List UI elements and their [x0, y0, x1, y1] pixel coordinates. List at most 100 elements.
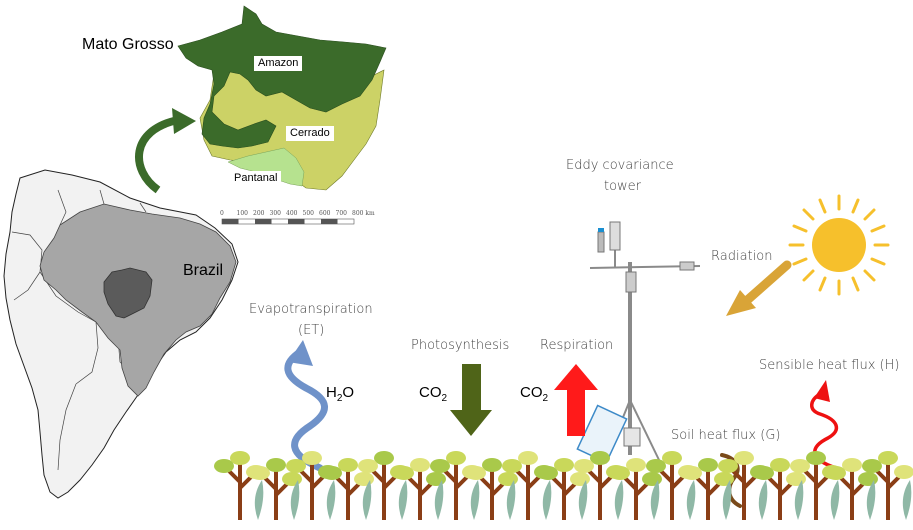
plant-leaf: [754, 466, 774, 480]
plant-leaf: [790, 459, 810, 473]
plant-leaf: [466, 466, 486, 480]
plant-leaf: [338, 458, 358, 472]
plant-leaf: [250, 466, 270, 480]
plant-leaf: [806, 451, 826, 465]
amazon-region: [177, 5, 387, 149]
plant-leaf: [326, 480, 336, 520]
photosynthesis-label: Photosynthesis: [411, 338, 510, 353]
photosynthesis-arrow: [450, 364, 492, 436]
plant-leaf: [610, 466, 630, 480]
plant-leaf: [290, 480, 300, 520]
co2-photosynthesis-label: CO2: [419, 384, 447, 404]
plant-leaf: [282, 472, 302, 486]
plant-leaf: [394, 466, 414, 480]
cerrado-label: Cerrado: [286, 126, 334, 141]
plant-leaf: [722, 480, 732, 520]
radiation-label: Radiation: [711, 249, 773, 264]
plant-leaf: [506, 480, 516, 520]
evapotranspiration-arrow: [284, 340, 328, 472]
eddy-tower-label-line1: Eddy covariance: [566, 158, 674, 173]
plant-leaf: [426, 472, 446, 486]
scale-tick-label: 500: [302, 210, 314, 217]
co2-subscript: 2: [441, 393, 448, 404]
plant-leaf: [786, 472, 806, 486]
plant-leaf: [446, 451, 466, 465]
plant-leaf: [578, 480, 588, 520]
plant-leaf: [842, 458, 862, 472]
evapotranspiration-label-line1: Evapotranspiration: [249, 302, 373, 317]
plant-leaf: [354, 472, 374, 486]
plant-leaf: [662, 451, 682, 465]
plant-leaf: [214, 459, 234, 473]
co2-subscript: 2: [542, 393, 549, 404]
respiration-label: Respiration: [540, 338, 614, 353]
scale-tick-label: 600: [319, 210, 331, 217]
scale-tick-label: 300: [269, 210, 281, 217]
plant-leaf: [430, 459, 450, 473]
scale-tick-label: 800 km: [352, 210, 375, 217]
plant-leaf: [682, 466, 702, 480]
plant-leaf: [470, 480, 480, 520]
plant-leaf: [286, 459, 306, 473]
plant-leaf: [626, 458, 646, 472]
plant-leaf: [646, 459, 666, 473]
mato-grosso-map: [177, 5, 387, 191]
pantanal-label: Pantanal: [230, 171, 282, 186]
plant-leaf: [518, 451, 538, 465]
plant-leaf: [650, 480, 660, 520]
plant-leaf: [398, 480, 408, 520]
plant-leaf: [866, 480, 876, 520]
scale-tick-label: 0: [220, 210, 224, 217]
h2o-main: H: [326, 384, 337, 401]
plant-leaf: [642, 472, 662, 486]
plant-leaf: [302, 451, 322, 465]
plant-leaf: [254, 480, 264, 520]
plant-leaf: [878, 451, 898, 465]
amazon-label: Amazon: [254, 56, 303, 71]
soil-heat-flux-label: Soil heat flux (G): [671, 428, 781, 443]
radiation-arrow: [726, 260, 792, 316]
plant-leaf: [574, 459, 594, 473]
h2o-subscript: 2: [336, 393, 343, 404]
plant-leaf: [714, 472, 734, 486]
eddy-tower-label-line2: tower: [604, 179, 642, 194]
respiration-arrow: [554, 364, 598, 436]
h2o-tail: O: [342, 384, 355, 401]
plant-leaf: [322, 466, 342, 480]
plant-leaf: [734, 451, 754, 465]
plant-leaf: [482, 458, 502, 472]
plant-leaf: [614, 480, 624, 520]
plant-leaf: [858, 472, 878, 486]
south-america-map: [3, 169, 239, 499]
sensible-heat-flux-label: Sensible heat flux (H): [759, 358, 900, 373]
plant-leaf: [686, 480, 696, 520]
zoom-arrow-head: [172, 108, 196, 134]
scale-tick-label: 100: [236, 210, 248, 217]
plant-leaf: [266, 458, 286, 472]
plant-leaf: [894, 465, 913, 479]
plant-leaf: [502, 459, 522, 473]
mato-grosso-label: Mato Grosso: [82, 36, 174, 53]
plant-row: [214, 451, 913, 520]
plant-leaf: [794, 480, 804, 520]
co2-main: CO: [520, 384, 543, 401]
zoom-arrow: [135, 116, 179, 194]
evapotranspiration-label-line2: (ET): [298, 323, 325, 338]
eddy-covariance-tower: [576, 221, 701, 464]
plant-leaf: [434, 480, 444, 520]
co2-respiration-label: CO2: [520, 384, 548, 404]
plant-leaf: [230, 451, 250, 465]
h2o-label: H2O: [326, 384, 354, 404]
plant-leaf: [830, 480, 840, 520]
plant-leaf: [410, 458, 430, 472]
plant-leaf: [374, 451, 394, 465]
plant-leaf: [758, 480, 768, 520]
sun-icon: [788, 194, 890, 296]
scale-tick-label: 700: [335, 210, 347, 217]
plant-leaf: [718, 459, 738, 473]
brazil-label: Brazil: [183, 262, 224, 279]
mato-grosso-in-brazil: [103, 267, 153, 319]
plant-leaf: [538, 466, 558, 480]
plant-leaf: [542, 480, 552, 520]
